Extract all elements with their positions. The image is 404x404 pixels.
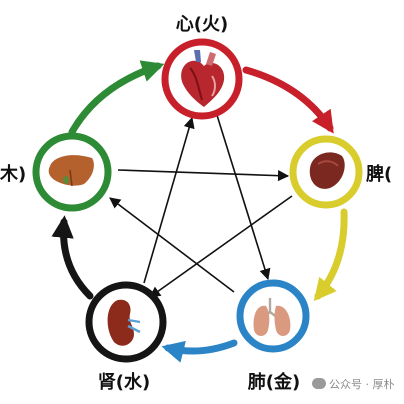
- liver-organ-icon: [48, 155, 94, 187]
- lung-node: [236, 279, 310, 353]
- watermark: 公众号 · 厚朴: [312, 376, 395, 392]
- fire-to-metal-arrow: [215, 111, 271, 281]
- heart-node: [161, 38, 243, 120]
- lungs-organ-icon: [253, 298, 291, 336]
- kidney-organ-icon: [107, 299, 141, 346]
- lung-label: 肺(金): [248, 371, 300, 393]
- spleen-label: 脾(: [366, 163, 392, 185]
- kidney-node: [85, 281, 167, 363]
- generating-cycle: [51, 60, 348, 363]
- earth-to-water-arrow: [149, 195, 293, 298]
- watermark-text: 公众号 · 厚朴: [329, 378, 395, 391]
- wood-to-earth-arrow: [117, 169, 290, 182]
- fire-to-earth-arrow: [242, 66, 334, 134]
- metal-to-wood-arrow: [109, 197, 235, 293]
- spleen-organ-icon: [309, 152, 345, 189]
- heart-label: 心(火): [176, 14, 228, 35]
- metal-to-water-arrow: [161, 339, 238, 363]
- liver-node: [32, 132, 112, 212]
- water-to-wood-arrow: [51, 215, 94, 300]
- wechat-icon: [312, 378, 326, 389]
- heart-organ-icon: [181, 50, 225, 107]
- wood-to-fire-arrow: [68, 60, 165, 136]
- earth-to-metal-arrow: [313, 208, 348, 302]
- kidney-label: 肾(水): [98, 371, 150, 393]
- spleen-node: [289, 135, 363, 209]
- liver-label: 木): [0, 163, 26, 185]
- water-to-fire-arrow: [143, 116, 195, 284]
- controlling-cycle: [109, 111, 293, 298]
